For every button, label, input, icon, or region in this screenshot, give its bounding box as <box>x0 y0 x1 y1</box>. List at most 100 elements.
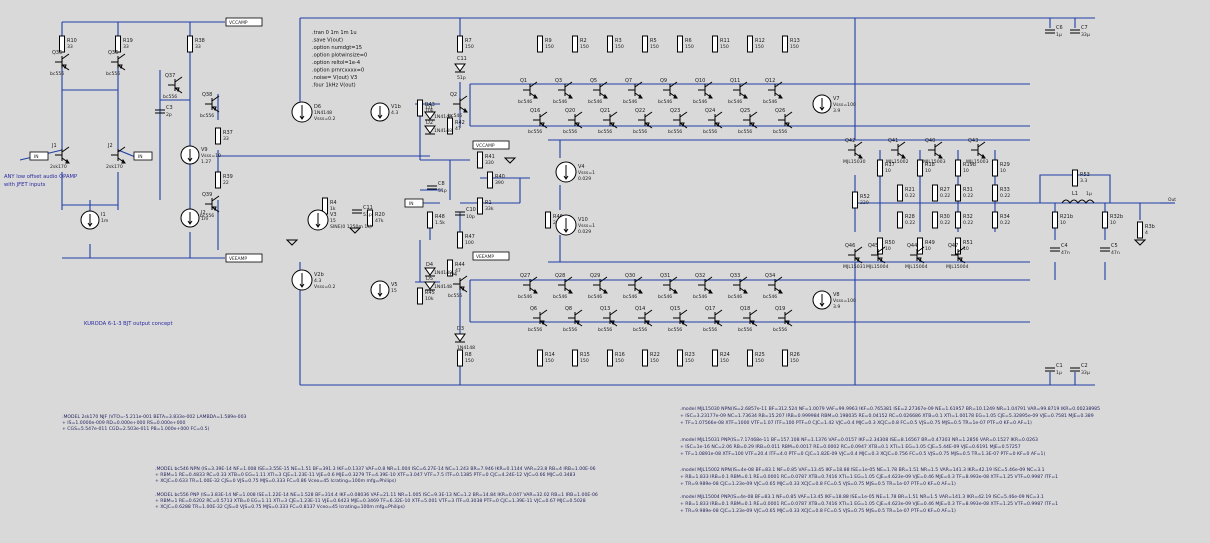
resistor-value: 150 <box>545 358 554 364</box>
transistor-value: bc556 <box>668 129 682 135</box>
net-flag-vcc-driver: VCCAMP <box>472 140 510 150</box>
resistor-value: 220 <box>860 200 869 206</box>
resistor-name: R47 <box>465 234 475 240</box>
transistor-value: bc546 <box>693 99 707 105</box>
transistor-name: Q32 <box>695 273 705 279</box>
model-line: + IS=1.0000e-009 RD=0.000e+000 RS=0.000e… <box>62 420 185 426</box>
resistor-name: R32b <box>1110 214 1123 220</box>
model-line: + CGS=5.547e-011 CGD=2.503e-011 PB=1.000… <box>62 426 210 432</box>
resistor-value: 10k <box>425 108 434 114</box>
transistor-name: Q23 <box>670 108 680 114</box>
resistor-name: R45 <box>425 290 435 296</box>
transistor-value: bc556 <box>106 71 120 77</box>
resistor-name: R51 <box>963 240 973 246</box>
resistor-name: R43 <box>425 102 435 108</box>
resistor-name: R11 <box>720 38 730 44</box>
resistor-name: R46 <box>553 214 563 220</box>
transistor-name: Q3 <box>555 78 562 84</box>
resistor-name: R10 <box>67 38 77 44</box>
resistor-name: R41 <box>485 154 495 160</box>
transistor-name: Q24 <box>705 108 715 114</box>
source-name: I2 <box>201 210 206 216</box>
transistor-value: bc556 <box>50 71 64 77</box>
source-value: 4.3 <box>314 278 321 284</box>
resistor-value: 33 <box>123 44 129 50</box>
capacitor-name: C3 <box>166 105 173 111</box>
resistor-value: 10 <box>963 168 969 174</box>
transistor-name: Q20 <box>565 108 575 114</box>
source-name: V10 <box>578 217 588 223</box>
model-line: .model MJL15030 NPN(IS=2.6857e-11 BF=312… <box>680 406 1100 412</box>
resistor-name: R20 <box>375 212 385 218</box>
transistor-value: bc556 <box>448 293 462 299</box>
resistor-name: R25 <box>755 352 765 358</box>
transistor-name: Q15 <box>670 306 680 312</box>
resistor-value: 100 <box>465 240 474 246</box>
capacitor-value: 10p <box>466 214 475 220</box>
resistor-name: R18 <box>925 162 935 168</box>
net-flag-in-left: IN <box>29 151 49 161</box>
transistor-name: Q29 <box>590 273 600 279</box>
resistor-value: 150 <box>650 44 659 50</box>
transistor-name: Q6 <box>530 306 537 312</box>
source-name: V9 <box>201 147 208 153</box>
transistor-value: bc556 <box>528 129 542 135</box>
transistor-name: Q7 <box>625 78 632 84</box>
resistor-value: 22 <box>223 180 229 186</box>
resistor-value: 10 <box>1060 220 1066 226</box>
resistor-name: R8 <box>465 352 472 358</box>
capacitor-name: C4 <box>1061 243 1068 249</box>
model-line: + TF=1.07566e-08 XTF=1000 VTF=1.07 ITF=1… <box>680 420 1032 426</box>
transistor-name: Q17 <box>705 306 715 312</box>
resistor-name: R40 <box>495 174 505 180</box>
transistor-name: Q18 <box>740 306 750 312</box>
model-line: + RB=1.833 IRB=0.1 RBM=0.1 RE=0.0001 RC=… <box>680 501 1058 507</box>
svg-text:D4: D4 <box>426 262 433 268</box>
transistor-name: Q42 <box>845 138 855 144</box>
resistor-symbols: R1033R1933R3833R3733R3922R7150R8150R4247… <box>59 35 1155 367</box>
resistor-name: R1 <box>485 200 492 206</box>
transistor-value: MJL15003 <box>923 159 946 165</box>
transistor-value: bc556 <box>200 213 214 219</box>
resistor-value: 150 <box>650 358 659 364</box>
transistor-name: J1 <box>51 143 57 149</box>
model-line: .model MJL15004 PNP(IS=4e-08 BF=83.1 NF=… <box>680 494 1044 500</box>
transistor-name: Q30 <box>625 273 635 279</box>
resistor-name: R19 <box>123 38 133 44</box>
transistor-value: 2sk170 <box>50 164 67 170</box>
transistor-value: bc546 <box>623 294 637 300</box>
transistor-value: bc556 <box>738 327 752 333</box>
transistor-name: Q37 <box>165 73 175 79</box>
transistor-name: Q28 <box>555 273 565 279</box>
transistor-name: Q47 <box>948 243 958 249</box>
resistor-name: R48 <box>435 214 445 220</box>
ground-symbols <box>285 157 1147 246</box>
resistor-name: R4 <box>330 200 337 206</box>
transistor-name: Q14 <box>635 306 645 312</box>
resistor-name: R21 <box>905 187 915 193</box>
resistor-name: R39 <box>223 174 233 180</box>
